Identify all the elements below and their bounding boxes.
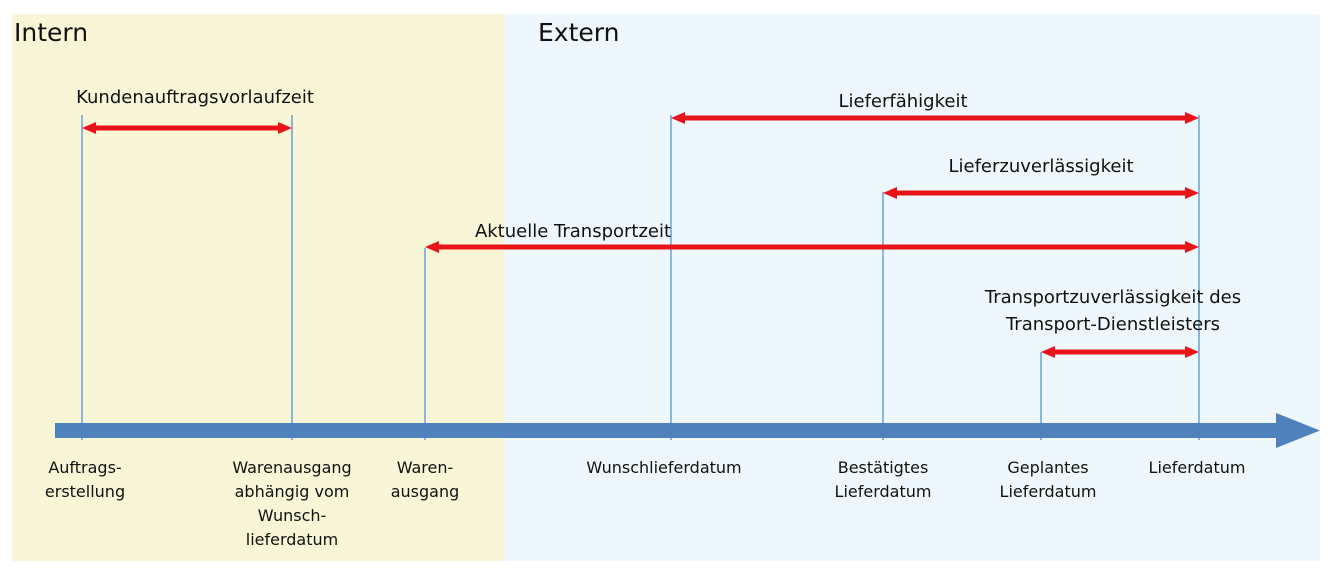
metric-arrow-aktuelle-transportzeit — [425, 241, 1199, 253]
metric-arrow-lieferzuverlaessigkeit — [883, 187, 1199, 199]
metric-label-transportzuverlaessigkeit: Transportzuverlässigkeit des Transport-D… — [984, 287, 1242, 335]
metric-arrowhead-start — [883, 187, 897, 199]
timeline-arrow — [55, 413, 1320, 448]
metric-arrow-kundenauftragsvorlaufzeit — [82, 122, 292, 134]
metric-label-lieferzuverlaessigkeit: Lieferzuverlässigkeit — [948, 156, 1134, 177]
milestone-label-warenausgang-wunsch: Warenausgang abhängig vom Wunsch- liefer… — [232, 458, 352, 549]
intern-zone — [12, 14, 504, 561]
metric-arrowhead-start — [671, 112, 685, 124]
extern-title: Extern — [538, 18, 620, 47]
metric-arrowhead-end — [1185, 241, 1199, 253]
metric-arrowhead-start — [82, 122, 96, 134]
metric-arrowhead-end — [1185, 346, 1199, 358]
milestone-label-auftragserstellung: Auftrags- erstellung — [44, 458, 126, 501]
milestone-label-wunschlieferdatum: Wunschlieferdatum — [586, 458, 742, 477]
metric-label-lieferfaehigkeit: Lieferfähigkeit — [838, 91, 968, 112]
metric-arrowhead-end — [1185, 112, 1199, 124]
metric-arrowhead-start — [425, 241, 439, 253]
metric-arrowhead-start — [1041, 346, 1055, 358]
timeline-arrowhead — [1276, 413, 1320, 448]
metric-arrow-transportzuverlaessigkeit — [1041, 346, 1199, 358]
metric-arrowhead-end — [1185, 187, 1199, 199]
timeline-shaft — [55, 423, 1278, 438]
metric-arrowhead-end — [278, 122, 292, 134]
milestone-label-geplantes-lieferdatum: Geplantes Lieferdatum — [999, 458, 1097, 501]
metric-label-kundenauftragsvorlaufzeit: Kundenauftragsvorlaufzeit — [76, 87, 314, 108]
milestone-label-warenausgang: Waren- ausgang — [390, 458, 460, 501]
extern-zone — [504, 14, 1320, 561]
milestone-label-lieferdatum: Lieferdatum — [1148, 458, 1246, 477]
milestone-label-bestaetigtes-lieferdatum: Bestätigtes Lieferdatum — [834, 458, 932, 501]
metric-arrow-lieferfaehigkeit — [671, 112, 1199, 124]
intern-title: Intern — [14, 18, 89, 47]
metric-label-aktuelle-transportzeit: Aktuelle Transportzeit — [474, 221, 672, 242]
